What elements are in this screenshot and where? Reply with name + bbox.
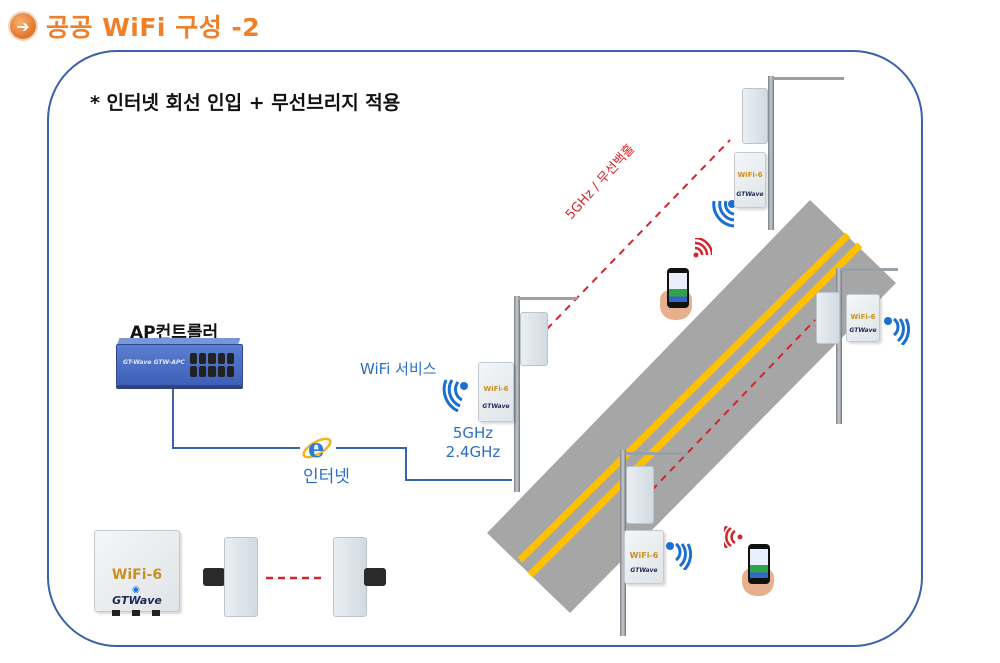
page-title: 공공 WiFi 구성 -2 [46,13,261,42]
smartphone-icon [667,268,689,308]
wifi-signal-icon [442,379,468,412]
ap-controller-device: GT-Wave GTW-APC [116,344,243,386]
ap-connectors [112,610,162,616]
bridge-antenna [626,466,654,524]
wifi6-access-point: WiFi-6 GTWave [478,362,514,422]
backhaul-link-upper [546,139,731,330]
wifi6-access-point: WiFi-6 GTWave [846,294,880,342]
wire-controller-internet [172,385,300,449]
pole-arm [624,452,688,455]
wifi6-access-point: WiFi-6 GTWave [734,152,766,208]
bridge-antenna-product [333,537,367,617]
svg-text:e: e [308,434,325,464]
wifi-signal-icon [884,317,911,345]
street-pole [620,450,626,636]
ap-controller-ports [190,353,234,377]
street-pole [768,76,774,230]
wire-internet-pole [336,447,512,481]
wifi-service-label: WiFi 서비스 [360,360,437,378]
pole-arm [518,297,578,300]
smartphone-icon [748,544,770,584]
road-surface [487,200,896,613]
ap-controller-brand: GT-Wave GTW-APC [123,359,185,366]
backhaul-link-lower [651,319,816,491]
client-signal-icon [724,526,743,548]
street-pole [836,268,842,424]
mount-bracket [203,568,225,586]
lane-line-2 [527,242,863,578]
wifi-small-icon: ◉ [132,585,140,595]
internet-label: 인터넷 [303,467,350,487]
bridge-antenna-product [224,537,258,617]
bridge-antenna [742,88,768,144]
pole-arm [840,268,898,271]
band-2-4ghz: 2.4GHz [445,443,501,461]
bridge-antenna [520,312,548,366]
bridge-antenna [816,292,840,344]
diagram-subtitle: * 인터넷 회선 인입 + 무선브리지 적용 [90,92,401,114]
client-signal-icon [693,238,712,258]
pole-arm [772,77,844,80]
internet-explorer-icon: e [302,434,332,464]
arrow-right-circle-icon: ➔ [10,13,36,39]
band-5ghz: 5GHz [452,424,494,442]
wifi6-access-point: WiFi-6 GTWave [624,530,664,584]
wifi6-access-point-product: WiFi-6 ◉ GTWave [94,530,180,612]
wifi-signal-icon [666,542,693,570]
mount-bracket [364,568,386,586]
diagram-frame [47,50,923,647]
page-header: ➔ 공공 WiFi 구성 -2 [10,8,260,44]
lane-line-1 [517,232,851,563]
street-pole [514,296,520,492]
